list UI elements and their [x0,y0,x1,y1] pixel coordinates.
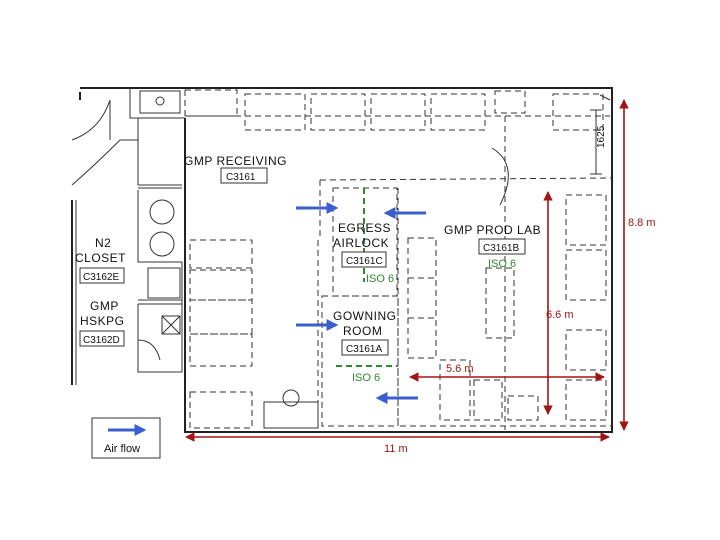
dimension-lines [185,99,629,442]
n2-closet-code: C3162E [83,272,119,283]
closet-doors [71,99,183,373]
hskpg-code: C3162D [83,335,120,346]
n2-closet-name-2: CLOSET [75,251,126,265]
top-cabinets [139,89,611,430]
egress-iso-label: ISO 6 [366,273,394,285]
lab-height-label: 6.6 m [546,309,574,321]
legend: Air flow [91,417,161,459]
legend-label: Air flow [104,443,140,455]
prod-lab-code-box [478,238,526,255]
cleanroom-suite [319,177,613,427]
prod-lab-room-code: C3161B [483,243,519,254]
receiving-equipment [189,147,509,430]
n2-closet-name-1: N2 [95,236,111,250]
prod-lab-room-name: GMP PROD LAB [444,223,541,237]
lab-width-label: 5.6 m [446,363,474,375]
gowning-iso-label: ISO 6 [352,372,380,384]
egress-code-box [341,251,387,268]
receiving-code-box [220,167,268,184]
hskpg-name-2: HSKPG [80,314,125,328]
gowning-room-code: C3161A [346,344,382,355]
receiving-room-code: C3161 [226,172,256,183]
hskpg-name-1: GMP [90,299,119,313]
width-total-label: 11 m [384,443,408,455]
gowning-room-name-1: GOWNING [333,309,397,323]
airflow-arrows [296,202,426,404]
outer-walls [71,87,613,433]
receiving-room-name: GMP RECEIVING [184,154,287,168]
hskpg-code-box [79,330,125,347]
iso-boundaries [336,188,398,367]
legend-box [91,417,161,459]
egress-room-name-2: AIRLOCK [333,236,389,250]
gowning-code-box [341,339,389,356]
egress-room-code: C3161C [346,256,383,267]
egress-room-name-1: EGRESS [338,221,391,235]
gowning-room-name-2: ROOM [343,324,382,338]
prod-lab-iso-label: ISO 6 [488,258,516,270]
height-total-label: 8.8 m [628,217,656,229]
n2-closet-code-box [79,267,125,284]
ceiling-note-label: 1625 [596,125,607,148]
